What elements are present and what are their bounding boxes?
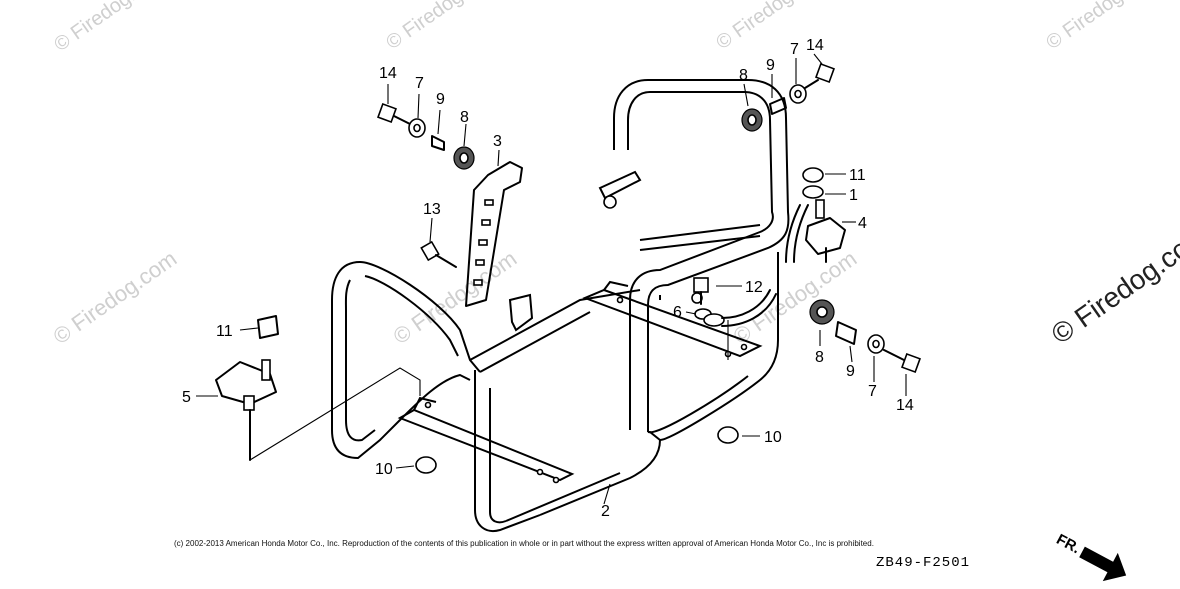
nut-part (415, 456, 437, 474)
bolt-part (420, 240, 457, 268)
callout-14: 14 (896, 397, 914, 414)
callout-9: 9 (846, 363, 855, 380)
callout-6: 6 (673, 304, 682, 321)
callout-14: 14 (379, 65, 397, 82)
callout-8: 8 (815, 349, 824, 366)
watermark: © Firedog.com (389, 246, 522, 349)
upper-right-fastener-set (741, 63, 835, 132)
callout-5: 5 (182, 389, 191, 406)
watermark: © Firedog.com (49, 246, 182, 349)
callout-14: 14 (806, 37, 824, 54)
callout-9: 9 (766, 57, 775, 74)
callout-13: 13 (423, 201, 441, 218)
upper-left-fastener-set (377, 103, 475, 170)
callout-10: 10 (764, 429, 782, 446)
callout-11: 11 (849, 167, 866, 184)
callout-9: 9 (436, 91, 445, 108)
left-mount-assembly (215, 315, 279, 461)
callout-8: 8 (460, 109, 469, 126)
callout-11: 11 (216, 323, 233, 340)
watermark-layer: © Firedog.com © Firedog.com © Firedog.co… (49, 0, 1180, 350)
watermark: © Firedog.com (382, 0, 502, 54)
callout-labels: 14 7 9 8 3 13 11 5 10 10 2 12 6 11 1 4 8… (182, 37, 914, 520)
front-direction-label: FR. (1054, 531, 1083, 557)
right-mount-assembly (785, 167, 846, 263)
front-direction-arrow-icon: FR. (1054, 531, 1127, 582)
callout-10: 10 (375, 461, 393, 478)
frame-tube (331, 79, 790, 532)
callout-4: 4 (858, 215, 867, 232)
callout-12: 12 (745, 279, 763, 296)
watermark-dark: © Firedog.com (1046, 219, 1180, 350)
callout-1: 1 (849, 187, 858, 204)
watermark: © Firedog.com (1042, 0, 1162, 54)
callout-3: 3 (493, 133, 502, 150)
nut-part (717, 426, 739, 444)
callout-7: 7 (868, 383, 877, 400)
leader-lines (196, 53, 907, 505)
copyright-notice: (c) 2002-2013 American Honda Motor Co., … (174, 539, 874, 548)
callout-8: 8 (739, 67, 748, 84)
lower-right-fastener-set (809, 299, 921, 373)
watermark: © Firedog.com (50, 0, 170, 56)
strap-part (465, 161, 523, 307)
callout-7: 7 (415, 75, 424, 92)
callout-7: 7 (790, 41, 799, 58)
callout-2: 2 (601, 503, 610, 520)
drawing-code: ZB49-F2501 (876, 555, 971, 571)
